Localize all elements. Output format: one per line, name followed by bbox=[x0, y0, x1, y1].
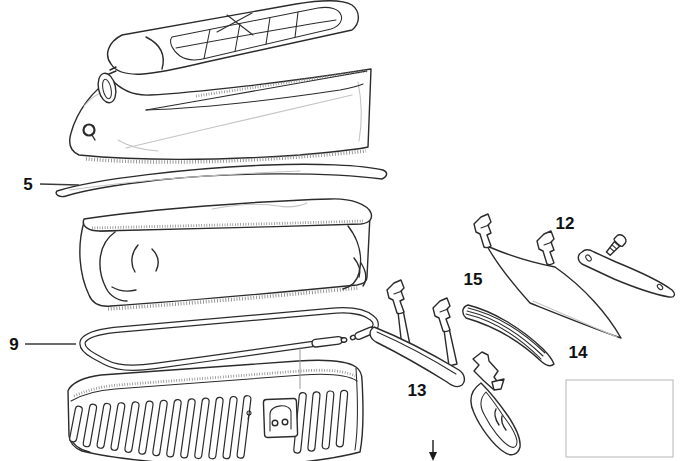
callout-14[interactable]: 14 bbox=[569, 343, 588, 362]
callout-12[interactable]: 12 bbox=[556, 214, 575, 233]
callout-5[interactable]: 5 bbox=[23, 175, 32, 194]
callout-15[interactable]: 15 bbox=[464, 270, 483, 289]
note-box bbox=[566, 380, 673, 457]
lock-plate bbox=[263, 398, 297, 437]
callout-9[interactable]: 9 bbox=[9, 335, 18, 354]
leader-line-5 bbox=[40, 184, 79, 185]
callout-13[interactable]: 13 bbox=[408, 381, 427, 400]
